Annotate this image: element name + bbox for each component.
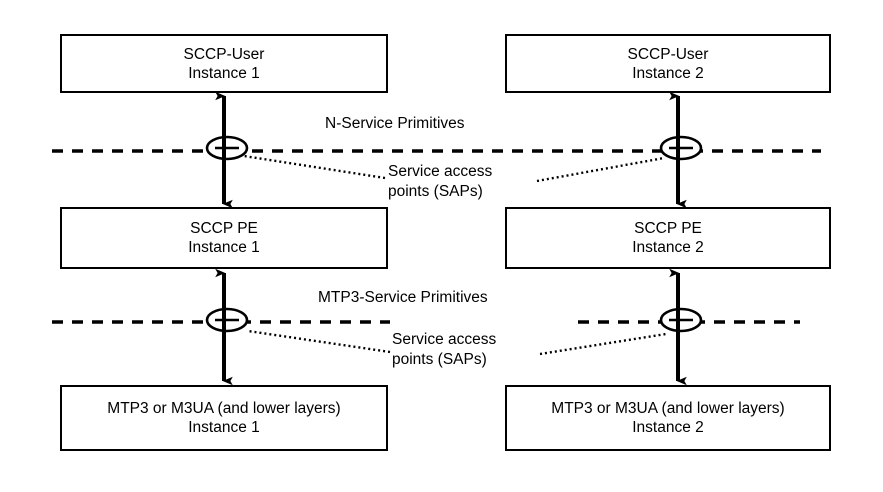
box-instance-line: Instance 1 [188, 419, 260, 436]
sap-label-line-1: Service access [392, 331, 497, 348]
box-instance-line: Instance 2 [632, 419, 704, 436]
box-mtp3-m3ua-instance-2: MTP3 or M3UA (and lower layers) Instance… [505, 385, 831, 451]
box-instance-line: Instance 2 [632, 64, 704, 82]
leader-line-lower-right [539, 332, 667, 356]
label-service-access-points-lower: Service access points (SAPs) [392, 330, 496, 370]
sap-label-line-1: Service access [388, 163, 493, 180]
box-sccp-pe-instance-2: SCCP PE Instance 2 [505, 207, 831, 269]
sap-label-line-2: points (SAPs) [392, 351, 487, 368]
box-sccp-user-instance-1: SCCP-User Instance 1 [60, 34, 388, 93]
box-title-line: SCCP PE [634, 220, 702, 237]
sap-leader-lines [243, 154, 667, 356]
leader-line-upper-left [243, 154, 386, 180]
box-instance-line: Instance 2 [632, 239, 704, 256]
box-title-line: MTP3 or M3UA (and lower layers) [551, 400, 785, 417]
sap-label-line-2: points (SAPs) [388, 183, 483, 200]
box-mtp3-m3ua-instance-1: MTP3 or M3UA (and lower layers) Instance… [60, 385, 388, 451]
leader-line-lower-left [247, 329, 391, 354]
box-instance-line: Instance 1 [188, 239, 260, 256]
box-title-line: SCCP PE [190, 220, 258, 237]
box-title-line: MTP3 or M3UA (and lower layers) [107, 400, 341, 417]
box-instance-line: Instance 1 [188, 64, 260, 82]
box-sccp-pe-instance-1: SCCP PE Instance 1 [60, 207, 388, 269]
box-title-line: SCCP-User [183, 45, 265, 63]
leader-line-upper-right [536, 156, 665, 183]
label-service-access-points-upper: Service access points (SAPs) [388, 162, 492, 202]
sap-symbols [205, 135, 703, 333]
label-mtp3-service-primitives: MTP3-Service Primitives [318, 289, 488, 306]
label-n-service-primitives: N-Service Primitives [325, 115, 465, 132]
box-title-line: SCCP-User [627, 45, 709, 63]
box-sccp-user-instance-2: SCCP-User Instance 2 [505, 34, 831, 93]
